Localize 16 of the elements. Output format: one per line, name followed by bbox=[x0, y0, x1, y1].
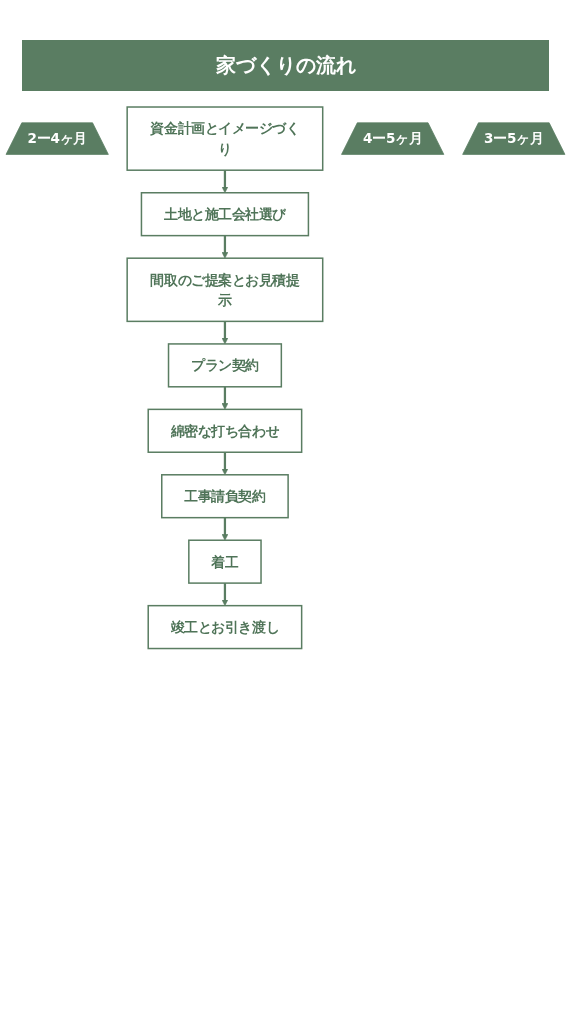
arrow bbox=[221, 321, 229, 345]
node-box: 竣工とお引き渡し bbox=[147, 604, 303, 650]
arrow bbox=[221, 452, 229, 476]
arrow bbox=[221, 517, 229, 541]
arrow bbox=[221, 170, 229, 194]
arrow bbox=[221, 386, 229, 410]
node-box: 工事請負契約 bbox=[161, 474, 289, 519]
node-box: 着工 bbox=[188, 539, 262, 584]
title-banner: 家づくりの流れ bbox=[22, 40, 549, 91]
arrow bbox=[221, 235, 229, 259]
node-box: 資金計画とイメージづくり bbox=[126, 106, 324, 171]
node-box: 間取のご提案とお見積提示 bbox=[126, 257, 324, 323]
node-box: プラン契約 bbox=[167, 343, 283, 388]
node-box: 綿密な打ち合わせ bbox=[147, 408, 303, 453]
arrow bbox=[221, 583, 229, 606]
node-box: 土地と施工会社選び bbox=[140, 192, 310, 237]
